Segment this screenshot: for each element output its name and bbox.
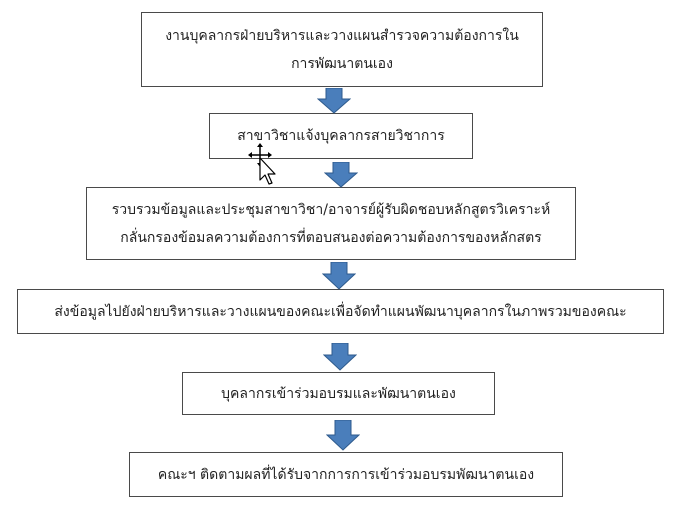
step-6-line-1: คณะฯ ติดตามผลที่ได้รับจากการการเข้าร่วมอ… [157,466,535,483]
down-arrow-icon [324,162,358,188]
step-3-box: รวบรวมข้อมูลและประชุมสาขาวิชา/อาจารย์ผู้… [86,187,576,260]
down-arrow-icon [322,262,356,290]
step-2-box: สาขาวิชาแจ้งบุคลากรสายวิชาการ [209,113,473,159]
step-5-line-1: บุคลากรเข้าร่วมอบรมและพัฒนาตนเอง [221,385,456,402]
step-1-line-1: งานบุคลากรฝ่ายบริหารและวางแผนสำรวจความต้… [165,27,519,44]
step-2-line-1: สาขาวิชาแจ้งบุคลากรสายวิชาการ [237,128,445,144]
move-cursor-icon [248,143,276,185]
step-4-line-1: ส่งข้อมูลไปยังฝ่ายบริหารและวางแผนของคณะเ… [54,303,627,320]
step-3-line-1: รวบรวมข้อมูลและประชุมสาขาวิชา/อาจารย์ผู้… [111,201,551,218]
down-arrow-icon [323,343,357,371]
step-3-line-2: กลั่นกรองข้อมลความต้องการที่ตอบสนองต่อคว… [120,229,542,246]
step-1-line-2: การพัฒนาตนเอง [291,55,393,72]
step-6-box: คณะฯ ติดตามผลที่ได้รับจากการการเข้าร่วมอ… [129,452,563,497]
down-arrow-icon [317,88,351,114]
step-5-box: บุคลากรเข้าร่วมอบรมและพัฒนาตนเอง [182,372,495,415]
step-4-box: ส่งข้อมูลไปยังฝ่ายบริหารและวางแผนของคณะเ… [17,289,664,334]
down-arrow-icon [326,420,360,451]
step-1-box: งานบุคลากรฝ่ายบริหารและวางแผนสำรวจความต้… [141,12,543,87]
